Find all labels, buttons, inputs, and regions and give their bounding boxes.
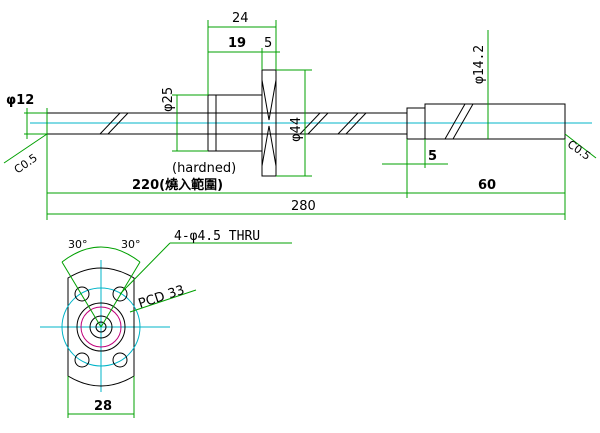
nut-diameter-label: φ25 <box>161 87 176 112</box>
journal-end <box>424 103 566 140</box>
nut-outer-circle <box>76 302 126 352</box>
pcd-circle <box>61 287 141 367</box>
bolt-hole <box>112 286 128 302</box>
journal-diameter-label: φ14.2 <box>472 45 487 84</box>
flange-thickness-label: 5 <box>264 36 272 51</box>
thread-break-line <box>345 112 367 135</box>
thread-break-line <box>444 103 466 140</box>
thread-break-line <box>337 112 359 135</box>
shaft-core-circle <box>95 321 107 333</box>
pcd-label: PCD 33 <box>137 283 187 312</box>
shaft-circle <box>89 315 113 339</box>
bolt-hole <box>74 286 90 302</box>
thread-break-line <box>299 112 321 135</box>
angle-left-label: 30° <box>68 238 88 251</box>
bolt-hole <box>74 352 90 368</box>
end-step-label: 5 <box>428 149 437 164</box>
hole-spec-label: 4-φ4.5 THRU <box>174 229 260 244</box>
flange-bevel <box>261 79 277 167</box>
thread-break-line <box>107 112 129 135</box>
nut-flange <box>261 69 277 177</box>
flange-offset-label: 19 <box>228 36 246 51</box>
thread-break-line <box>307 112 329 135</box>
journal-length-label: 60 <box>478 178 496 193</box>
nut-thread-circle <box>80 306 122 348</box>
thread-break-line <box>99 112 121 135</box>
flange-cut-width-label: 28 <box>94 399 112 414</box>
thread-break-line <box>452 103 474 140</box>
hardened-note-label: (hardned) <box>172 161 236 176</box>
angle-arc <box>61 246 141 263</box>
hardened-length-label: 220(燒入範圍) <box>132 177 223 193</box>
flange-front-view: 30° 30° 4-φ4.5 THRU PCD 33 28 <box>40 229 292 418</box>
angle-right-label: 30° <box>121 238 141 251</box>
flange-width-label: 24 <box>232 11 249 26</box>
bolt-hole <box>112 352 128 368</box>
side-view: φ12 C0.5 C0.5 24 19 5 φ25 φ44 φ14.2 5 <box>3 11 597 220</box>
total-length-label: 280 <box>291 199 316 214</box>
shaft-diameter-label: φ12 <box>6 93 34 108</box>
chamfer-right-label: C0.5 <box>565 138 593 163</box>
flange-diameter-label: φ44 <box>289 117 304 142</box>
